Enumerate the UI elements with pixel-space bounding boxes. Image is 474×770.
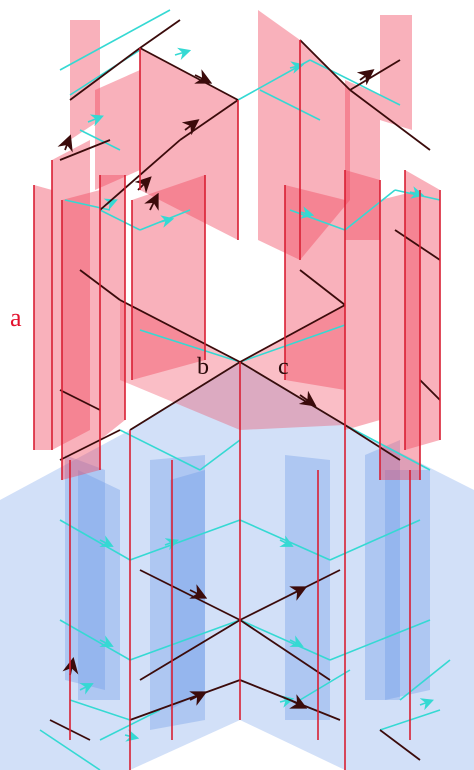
- blue-sheet: [170, 470, 205, 710]
- cyan-edge: [99, 209, 141, 231]
- dark-arrow: [356, 69, 375, 86]
- cyan-arrow: [409, 186, 425, 199]
- cyan-edge: [259, 89, 321, 121]
- cyan-arrow: [289, 635, 304, 647]
- blue-sheet: [130, 362, 240, 770]
- dark-arrow: [289, 694, 308, 709]
- red-sheet: [140, 48, 238, 240]
- cyan-arrow: [279, 535, 294, 547]
- cyan-arrow: [79, 683, 94, 695]
- label-a: a: [10, 303, 22, 332]
- dark-arrow: [144, 192, 159, 211]
- cyan-edge: [399, 659, 451, 701]
- cyan-arrow: [124, 729, 140, 742]
- cyan-edge: [329, 619, 431, 661]
- dark-lattice: [49, 19, 441, 761]
- dark-edge: [139, 47, 239, 101]
- red-edges: [33, 40, 441, 770]
- cyan-edge: [59, 519, 131, 561]
- cyan-edge: [344, 189, 396, 231]
- dark-edge: [69, 47, 141, 101]
- blue-sheet: [78, 470, 120, 700]
- cyan-edge: [129, 619, 241, 661]
- dark-arrow: [289, 586, 308, 601]
- red-sheet: [70, 20, 100, 140]
- dark-edge: [59, 139, 111, 161]
- cyan-edge: [239, 619, 331, 661]
- dark-edge: [299, 39, 351, 91]
- red-sheet: [405, 170, 440, 450]
- cyan-edge: [239, 324, 346, 363]
- cyan-arrow: [419, 698, 434, 711]
- cyan-arrow: [87, 114, 104, 127]
- cyan-edge: [139, 329, 241, 363]
- blue-sheet: [385, 470, 430, 700]
- dark-edge: [139, 619, 241, 681]
- dark-edge: [139, 19, 181, 49]
- cyan-arrow: [99, 635, 114, 647]
- dark-edge: [59, 429, 121, 461]
- dark-edge: [59, 389, 101, 411]
- cyan-arrow: [279, 695, 295, 708]
- dark-edge: [349, 89, 431, 151]
- cyan-edge: [289, 209, 346, 231]
- blue-sheet: [150, 455, 205, 730]
- red-sheet: [345, 170, 380, 430]
- red-sheet: [380, 15, 412, 130]
- cyan-edge: [199, 439, 241, 471]
- dark-edge: [119, 299, 241, 363]
- dark-arrow: [298, 390, 317, 407]
- dark-arrow: [189, 584, 208, 599]
- cyan-edge: [119, 429, 201, 471]
- red-sheet: [34, 185, 52, 450]
- dark-arrow: [194, 69, 213, 84]
- dark-arrow: [189, 691, 208, 706]
- red-sheet: [95, 70, 140, 190]
- cyan-edge: [79, 129, 121, 151]
- red-sheet: [345, 80, 380, 240]
- cyan-arrow: [174, 47, 192, 60]
- dark-edge: [394, 229, 441, 261]
- dark-edge: [129, 361, 241, 431]
- blue-sheet: [65, 455, 105, 690]
- cyan-edge: [69, 699, 131, 721]
- blue-sheet: [0, 430, 130, 770]
- red-sheet: [100, 175, 125, 440]
- dark-arrow: [181, 119, 200, 136]
- red-sheet: [380, 190, 420, 480]
- red-sheet: [300, 40, 350, 260]
- cyan-edge: [59, 619, 131, 661]
- cyan-edge: [129, 519, 241, 561]
- label-c: c: [278, 354, 289, 380]
- cyan-arrow: [99, 535, 114, 547]
- dark-arrow: [57, 134, 73, 153]
- dark-edge: [239, 304, 346, 363]
- cyan-arrow: [289, 61, 305, 74]
- cyan-arrow: [299, 206, 315, 219]
- cyan-edge: [299, 669, 351, 701]
- dark-edge: [419, 379, 441, 401]
- cyan-edge: [344, 424, 431, 471]
- cyan-edge: [309, 59, 401, 106]
- red-sheet: [62, 190, 100, 480]
- red-sheet: [258, 10, 300, 260]
- dark-edge: [239, 619, 331, 681]
- cyan-arrow: [159, 215, 175, 228]
- dark-edge: [239, 361, 346, 426]
- red-sheet: [240, 305, 345, 430]
- cyan-edge: [39, 729, 101, 770]
- cyan-edge: [59, 9, 171, 71]
- dark-edge: [344, 424, 401, 461]
- blue-sheet: [285, 455, 330, 720]
- dark-edge: [299, 269, 346, 306]
- label-b: b: [197, 354, 209, 380]
- dark-edge: [379, 729, 421, 761]
- dark-edge: [129, 679, 241, 721]
